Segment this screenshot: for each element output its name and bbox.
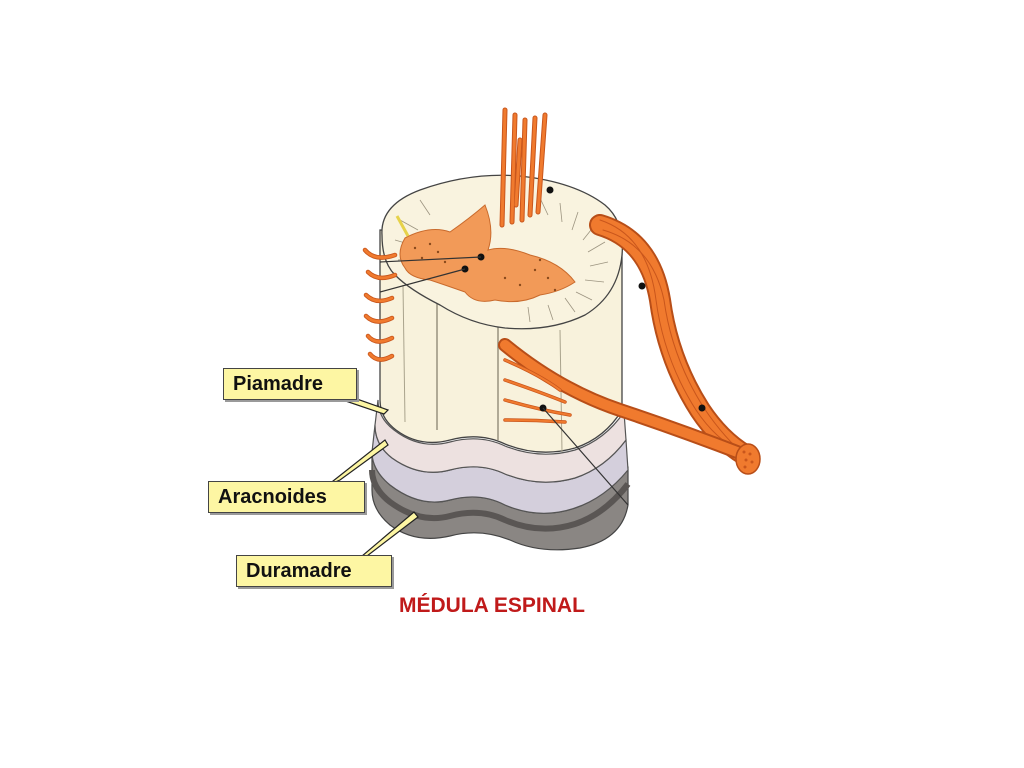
nerve-roots — [362, 107, 761, 475]
duramadre-label: Duramadre — [236, 555, 392, 587]
aracnoides-label: Aracnoides — [208, 481, 365, 513]
piamadre-label: Piamadre — [223, 368, 357, 400]
diagram-title: MÉDULA ESPINAL — [399, 594, 585, 617]
piamadre-layer — [374, 399, 627, 483]
leader-lines — [379, 215, 629, 506]
